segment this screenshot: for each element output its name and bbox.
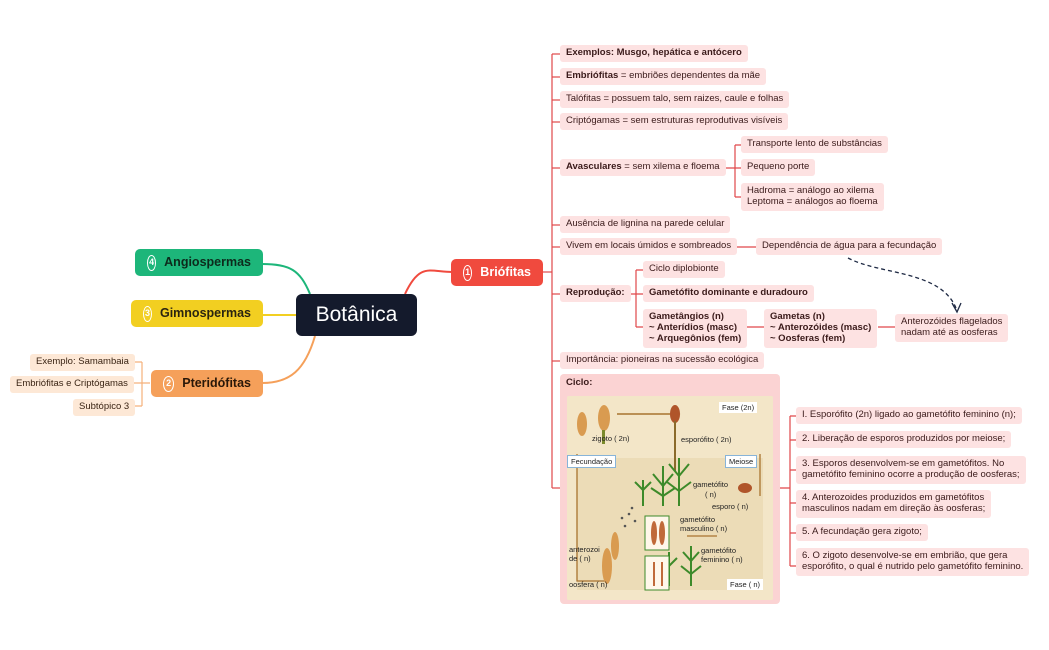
avasculares-term: Avasculares xyxy=(566,161,622,172)
avasculares-def: = sem xilema e floema xyxy=(621,161,720,172)
step-5[interactable]: 5. A fecundação gera zigoto; xyxy=(796,524,928,541)
avasc-transporte[interactable]: Transporte lento de substâncias xyxy=(741,136,888,153)
step-3[interactable]: 3. Esporos desenvolvem-se em gametófitos… xyxy=(796,456,1026,484)
repro-ciclo[interactable]: Ciclo diplobionte xyxy=(643,261,725,278)
label-zigoto: zigoto ( 2n) xyxy=(592,434,630,443)
label-gam-masc-1: gametófito xyxy=(680,515,716,524)
gametangios-line3: ~ Arquegônios (fem) xyxy=(649,332,742,344)
label-esporo: esporo ( n) xyxy=(712,502,749,511)
brio-umidos[interactable]: Vivem em locais úmidos e sombreados xyxy=(560,238,738,255)
branch-label: Briófitas xyxy=(480,265,531,280)
branch-gimnospermas[interactable]: 3 Gimnospermas xyxy=(131,300,263,327)
label-fecundacao: Fecundação xyxy=(567,455,617,468)
label-gam-masc-2: masculino ( n) xyxy=(680,524,728,533)
number-badge: 2 xyxy=(163,375,175,392)
ciclo-label: Ciclo: xyxy=(566,377,593,388)
branch-briofitas[interactable]: 1 Briófitas xyxy=(451,259,543,286)
step-4-line1: 4. Anterozoides produzidos em gametófito… xyxy=(802,492,985,503)
label-esporofito: esporófito ( 2n) xyxy=(681,435,732,444)
label-gam-fem-1: gametófito xyxy=(701,546,737,555)
brio-dependencia-agua[interactable]: Dependência de água para a fecundação xyxy=(756,238,943,255)
hadroma-text: Hadroma = análogo ao xilema xyxy=(747,185,875,196)
label-oosfera: oosfera ( n) xyxy=(569,580,608,589)
step-1[interactable]: I. Esporófito (2n) ligado ao gametófito … xyxy=(796,407,1022,424)
number-badge: 3 xyxy=(143,305,152,322)
brio-reproducao[interactable]: Reprodução: xyxy=(560,285,631,302)
label-meiose: Meiose xyxy=(725,455,758,468)
leptoma-text: Leptoma = análogos ao floema xyxy=(747,195,878,207)
step-4-line2: masculinos nadam em direção às oosferas; xyxy=(802,502,986,514)
root-node[interactable]: Botânica xyxy=(296,294,417,336)
avasc-porte[interactable]: Pequeno porte xyxy=(741,159,816,176)
embriofitas-term: Embriófitas xyxy=(566,70,619,81)
label-gametofito: gametófito xyxy=(693,480,729,489)
label-fase-2n: Fase (2n) xyxy=(719,402,758,413)
step-6-line1: 6. O zigoto desenvolve-se em embrião, qu… xyxy=(802,550,1008,561)
branch-angiospermas[interactable]: 4 Angiospermas xyxy=(135,249,263,276)
life-cycle-illustration: Fase (2n) zigoto ( 2n) esporófito ( 2n) … xyxy=(567,396,773,600)
pterido-exemplo[interactable]: Exemplo: Samambaia xyxy=(30,354,135,371)
label-anterozoide-1: anterozoi xyxy=(569,545,600,554)
step-3-line1: 3. Esporos desenvolvem-se em gametófitos… xyxy=(802,458,1005,469)
label-gam-fem-2: feminino ( n) xyxy=(701,555,743,564)
number-badge: 4 xyxy=(147,254,157,271)
pterido-subtopico[interactable]: Subtópico 3 xyxy=(73,399,136,416)
step-3-line2: gametófito feminino ocorre a produção de… xyxy=(802,468,1020,480)
branch-pteridofitas[interactable]: 2 Pteridófitas xyxy=(151,370,263,397)
step-6-line2: esporófito, o qual é nutrido pelo gametó… xyxy=(802,560,1024,572)
pterido-embriofitas[interactable]: Embriófitas e Criptógamas xyxy=(10,376,134,393)
gametangios-line1: Gametângios (n) xyxy=(649,311,724,322)
repro-gametofito[interactable]: Gametófito dominante e duradouro xyxy=(643,285,814,302)
brio-importancia[interactable]: Importância: pioneiras na sucessão ecoló… xyxy=(560,352,765,369)
gametas-line3: ~ Oosferas (fem) xyxy=(770,332,846,344)
avasc-hadroma-leptoma[interactable]: Hadroma = análogo ao xilema Leptoma = an… xyxy=(741,183,884,211)
brio-talofitas[interactable]: Talófitas = possuem talo, sem raizes, ca… xyxy=(560,91,790,108)
gametas-line2: ~ Anterozóides (masc) xyxy=(770,321,872,333)
label-gametofito-n: ( n) xyxy=(705,490,717,499)
repro-gametas[interactable]: Gametas (n) ~ Anterozóides (masc) ~ Oosf… xyxy=(764,309,878,348)
repro-gametangios[interactable]: Gametângios (n) ~ Anterídios (masc) ~ Ar… xyxy=(643,309,748,348)
branch-label: Angiospermas xyxy=(164,255,251,270)
repro-anterozoides[interactable]: Anterozóides flagelados nadam até as oos… xyxy=(895,314,1009,342)
gametofito-text: Gametófito dominante e duradouro xyxy=(649,287,808,298)
reproducao-label: Reprodução: xyxy=(566,287,625,298)
step-4[interactable]: 4. Anterozoides produzidos em gametófito… xyxy=(796,490,992,518)
life-cycle-drawing xyxy=(567,396,773,600)
step-6[interactable]: 6. O zigoto desenvolve-se em embrião, qu… xyxy=(796,548,1030,576)
brio-embriofitas[interactable]: Embriófitas = embriões dependentes da mã… xyxy=(560,68,767,85)
anterozoides-line1: Anterozóides flagelados xyxy=(901,316,1003,327)
step-2[interactable]: 2. Liberação de esporos produzidos por m… xyxy=(796,431,1012,448)
gametangios-line2: ~ Anterídios (masc) xyxy=(649,321,738,333)
exemplos-text: Exemplos: Musgo, hepática e antócero xyxy=(566,47,742,58)
anterozoides-line2: nadam até as oosferas xyxy=(901,326,998,338)
brio-avasculares[interactable]: Avasculares = sem xilema e floema xyxy=(560,159,726,176)
branch-label: Gimnospermas xyxy=(159,306,251,321)
gametas-line1: Gametas (n) xyxy=(770,311,825,322)
label-fase-n: Fase ( n) xyxy=(727,579,764,590)
brio-lignina[interactable]: Ausência de lignina na parede celular xyxy=(560,216,731,233)
number-badge: 1 xyxy=(463,264,473,281)
label-anterozoide-2: de ( n) xyxy=(569,554,591,563)
embriofitas-def: = embriões dependentes da mãe xyxy=(618,70,761,81)
brio-criptogamas[interactable]: Criptógamas = sem estruturas reprodutiva… xyxy=(560,113,789,130)
branch-label: Pteridófitas xyxy=(182,376,251,391)
brio-exemplos[interactable]: Exemplos: Musgo, hepática e antócero xyxy=(560,45,748,62)
